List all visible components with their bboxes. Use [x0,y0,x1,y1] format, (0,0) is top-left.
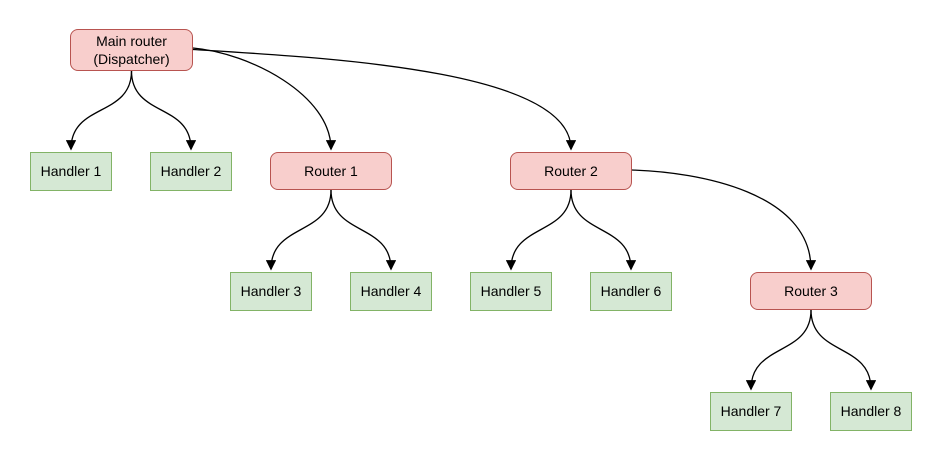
node-handler-8: Handler 8 [830,392,912,431]
edge-router-2-to-handler-5 [505,189,572,271]
edge-router-2-to-router-3 [631,169,817,271]
node-handler-5: Handler 5 [470,272,552,311]
edge-router-3-to-handler-8 [810,309,877,391]
edge-main-router-to-router-2 [192,48,577,151]
node-handler-2: Handler 2 [150,152,232,191]
edge-main-router-to-handler-2 [130,70,197,151]
node-router-1: Router 1 [270,152,392,190]
node-router-2: Router 2 [510,152,632,190]
node-router-3: Router 3 [750,272,872,310]
node-handler-1: Handler 1 [30,152,112,191]
node-main-router: Main router (Dispatcher) [70,29,193,71]
edge-main-router-to-router-1 [192,47,337,151]
edge-router-3-to-handler-7 [745,309,812,391]
edge-router-1-to-handler-4 [330,189,397,271]
node-handler-3: Handler 3 [230,272,312,311]
node-handler-6: Handler 6 [590,272,672,311]
edge-router-2-to-handler-6 [570,189,637,271]
node-handler-7: Handler 7 [710,392,792,431]
node-handler-4: Handler 4 [350,272,432,311]
edge-main-router-to-handler-1 [65,70,133,151]
edge-router-1-to-handler-3 [265,189,332,271]
